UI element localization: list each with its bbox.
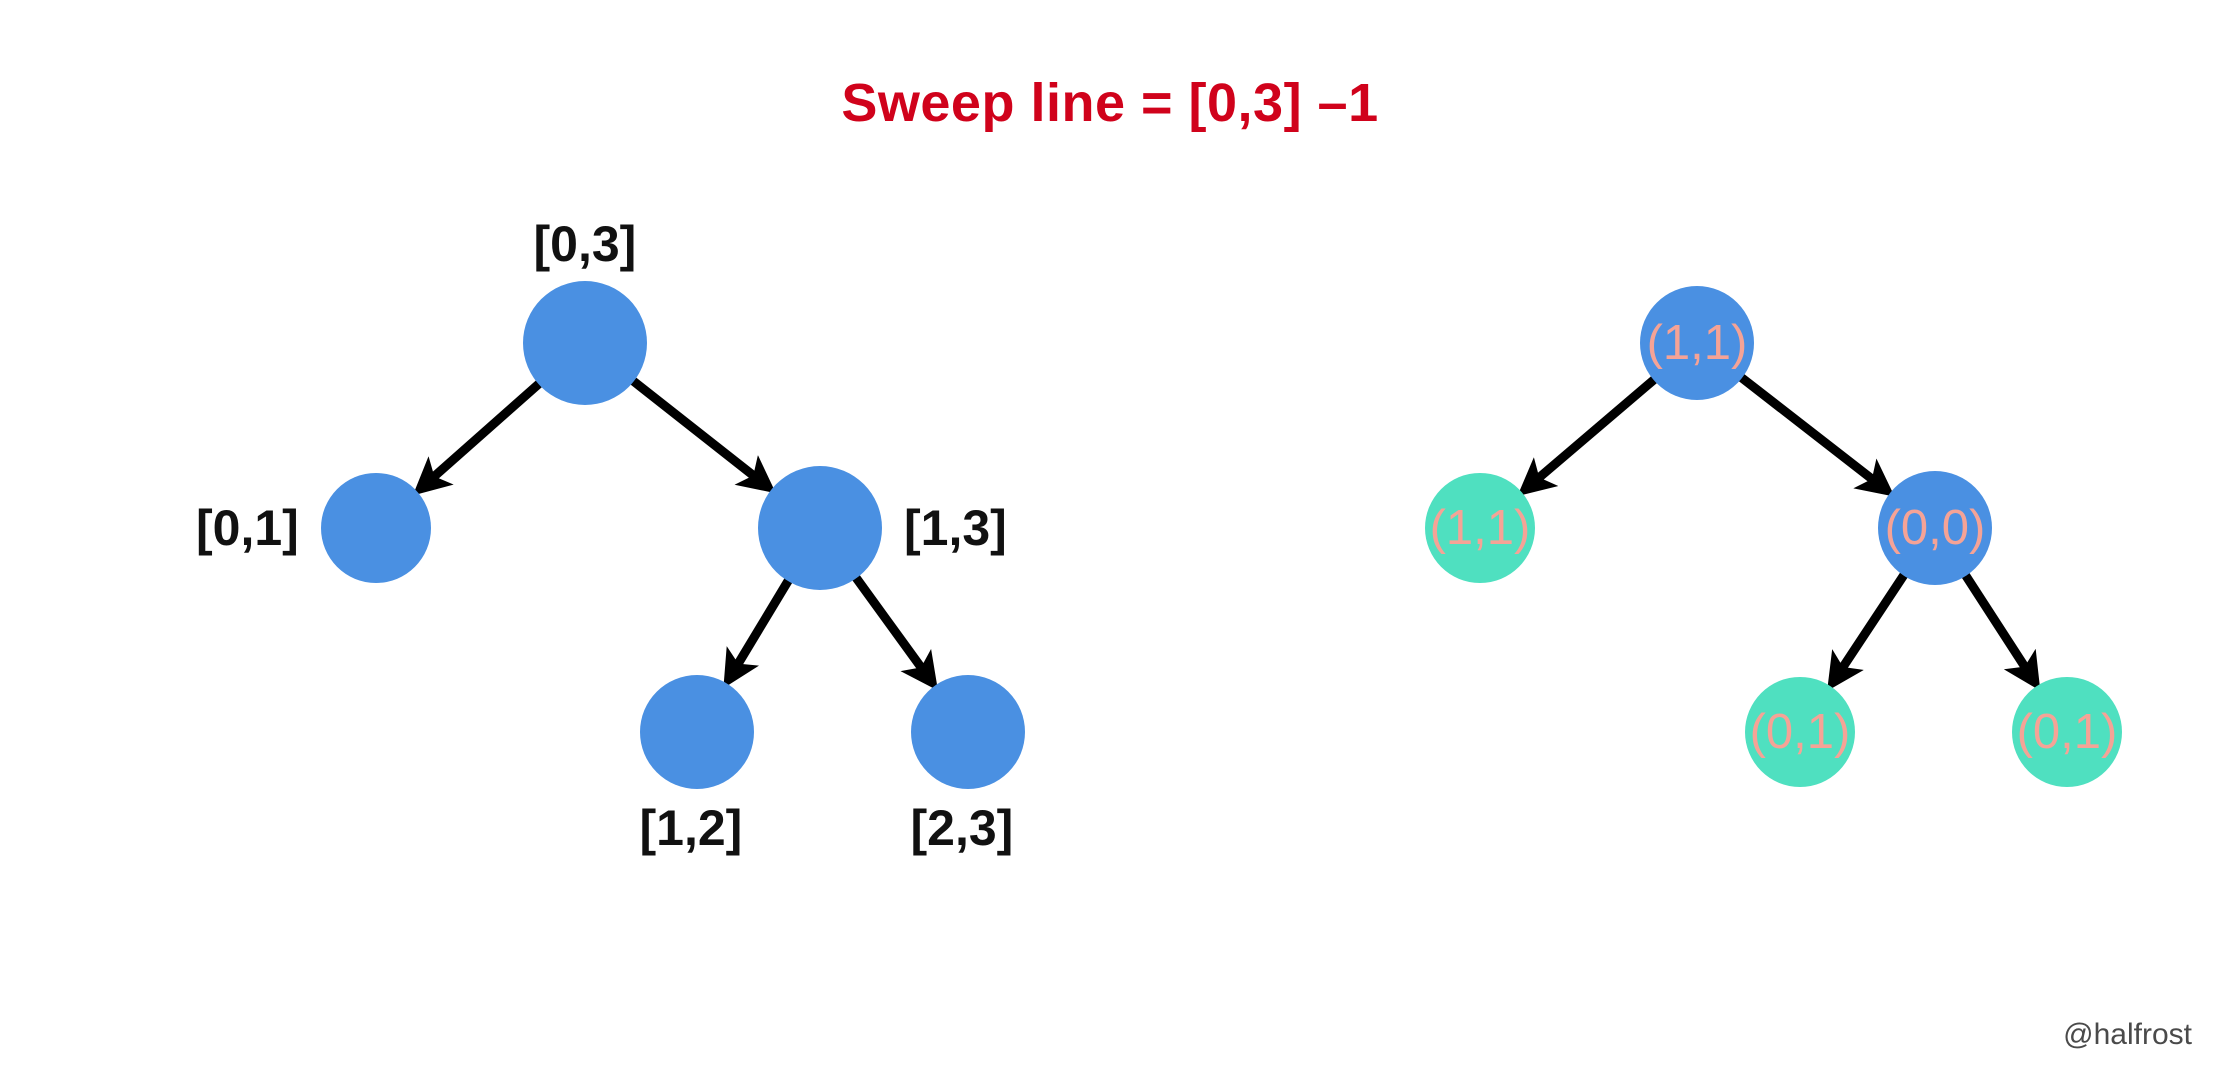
node-value-text: (1,1) xyxy=(1646,315,1748,370)
tree-edge xyxy=(1827,571,1909,692)
node-label-rl: [1,2] xyxy=(639,800,743,856)
node-label-right: [1,3] xyxy=(904,500,1007,556)
tree-node-left-rr[interactable] xyxy=(911,675,1025,789)
tree-edge xyxy=(1961,571,2041,691)
tree-edge xyxy=(1517,375,1659,497)
tree-edge xyxy=(723,577,793,689)
node-value-text: (1,1) xyxy=(1429,500,1531,555)
tree-edge xyxy=(629,376,776,494)
tree-edge xyxy=(412,379,544,496)
page-title: Sweep line = [0,3] –1 xyxy=(841,73,1379,133)
tree-node-right-root[interactable]: (1,1) xyxy=(1640,286,1754,400)
edge-layer xyxy=(412,373,2041,692)
tree-node-left-root[interactable] xyxy=(523,281,647,405)
tree-node-left-rl[interactable] xyxy=(640,675,754,789)
tree-node-left-right[interactable] xyxy=(758,466,882,590)
watermark: @halfrost xyxy=(2063,1018,2192,1051)
node-label-root: [0,3] xyxy=(533,216,637,272)
tree-edge xyxy=(1737,373,1895,497)
node-label-left: [0,1] xyxy=(196,500,299,556)
tree-node-right-left[interactable]: (1,1) xyxy=(1425,473,1535,583)
tree-node-left-left[interactable] xyxy=(321,473,431,583)
tree-edge xyxy=(851,573,938,691)
node-value-text: (0,0) xyxy=(1884,500,1986,555)
tree-node-right-rl[interactable]: (0,1) xyxy=(1745,677,1855,787)
node-value-text: (0,1) xyxy=(1749,704,1851,759)
tree-node-right-right[interactable]: (0,0) xyxy=(1878,471,1992,585)
node-label-rr: [2,3] xyxy=(910,800,1014,856)
tree-node-right-rr[interactable]: (0,1) xyxy=(2012,677,2122,787)
node-value-text: (0,1) xyxy=(2016,704,2118,759)
